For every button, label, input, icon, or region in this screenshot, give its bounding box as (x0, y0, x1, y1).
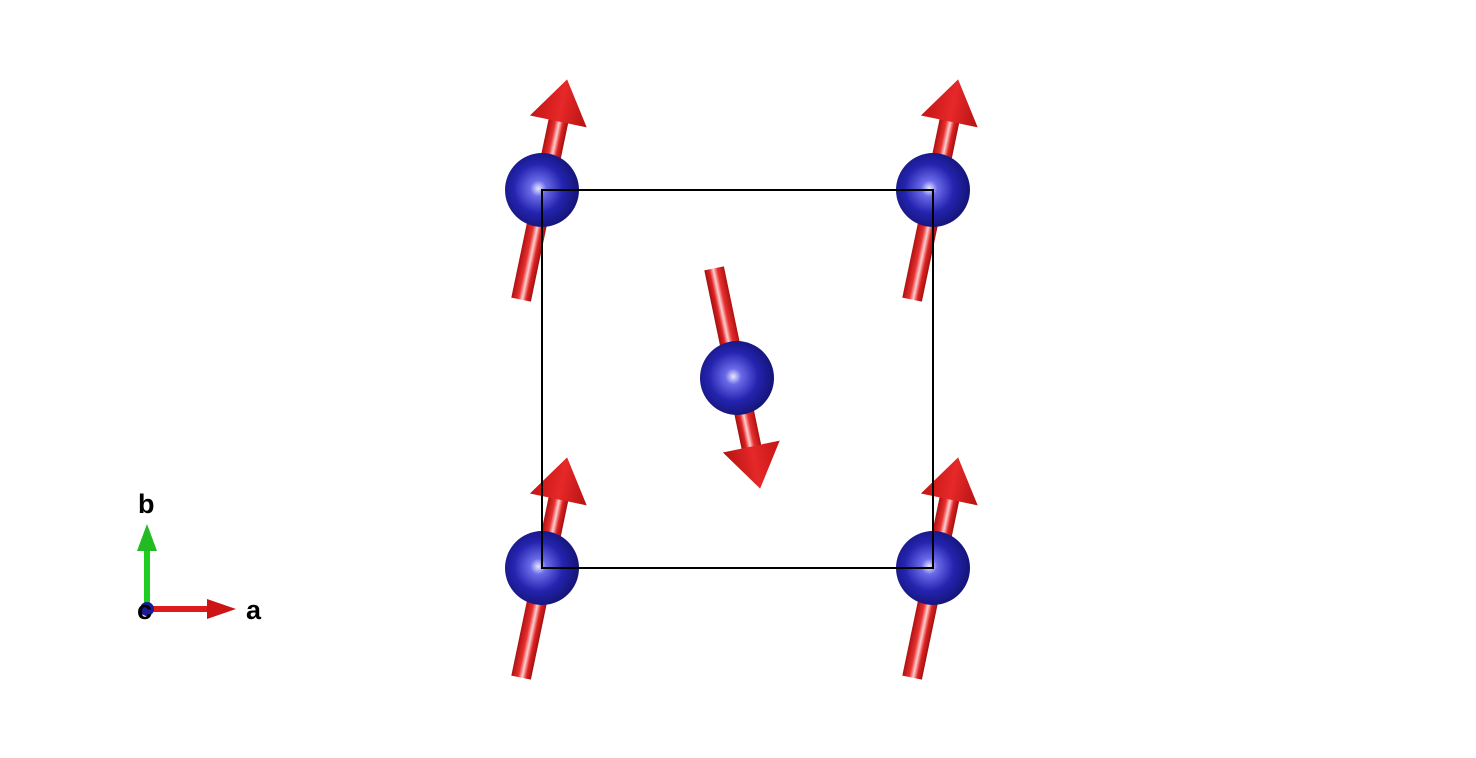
axis-a-label: a (246, 595, 262, 625)
axis-c-label: c (137, 595, 152, 625)
axis-b-arrow (137, 524, 157, 609)
axis-indicator: b a c (137, 489, 262, 625)
axis-a-arrow (150, 599, 236, 619)
axis-b-label: b (138, 489, 155, 519)
axis-c-marker (140, 602, 154, 616)
unit-cell-outline (541, 189, 934, 569)
atom-body-center[interactable] (700, 341, 774, 415)
